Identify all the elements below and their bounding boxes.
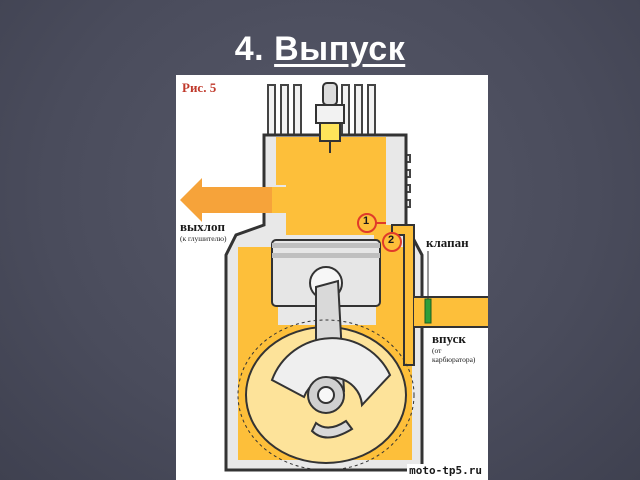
port-2-number: 2 (388, 234, 395, 246)
valve-icon (424, 298, 432, 324)
slide-title: 4.Выпуск (0, 30, 640, 69)
intake-label: впуск (432, 331, 466, 346)
intake-sublabel-2: карбюратора) (432, 355, 476, 364)
exhaust-arrow-icon (180, 178, 272, 222)
slide-number: 4. (234, 30, 265, 68)
intake-sublabel-1: (от (432, 346, 442, 355)
watermark: moto-tp5.ru (407, 464, 484, 477)
valve-label: клапан (426, 235, 469, 250)
spark-plug-icon (315, 82, 345, 153)
engine-illustration (180, 82, 488, 472)
exhaust-label: выхлоп (180, 219, 225, 234)
slide-title-word: Выпуск (274, 30, 406, 68)
port-1-number: 1 (363, 215, 370, 227)
engine-diagram: Рис. 5 выхлоп (к глушителю) клапан впуск… (176, 75, 488, 480)
exhaust-sublabel: (к глушителю) (180, 234, 227, 243)
figure-caption: Рис. 5 (182, 80, 217, 95)
mixture-top (276, 137, 392, 305)
port-2-marker (382, 232, 402, 252)
crank-counterweight (310, 419, 354, 439)
